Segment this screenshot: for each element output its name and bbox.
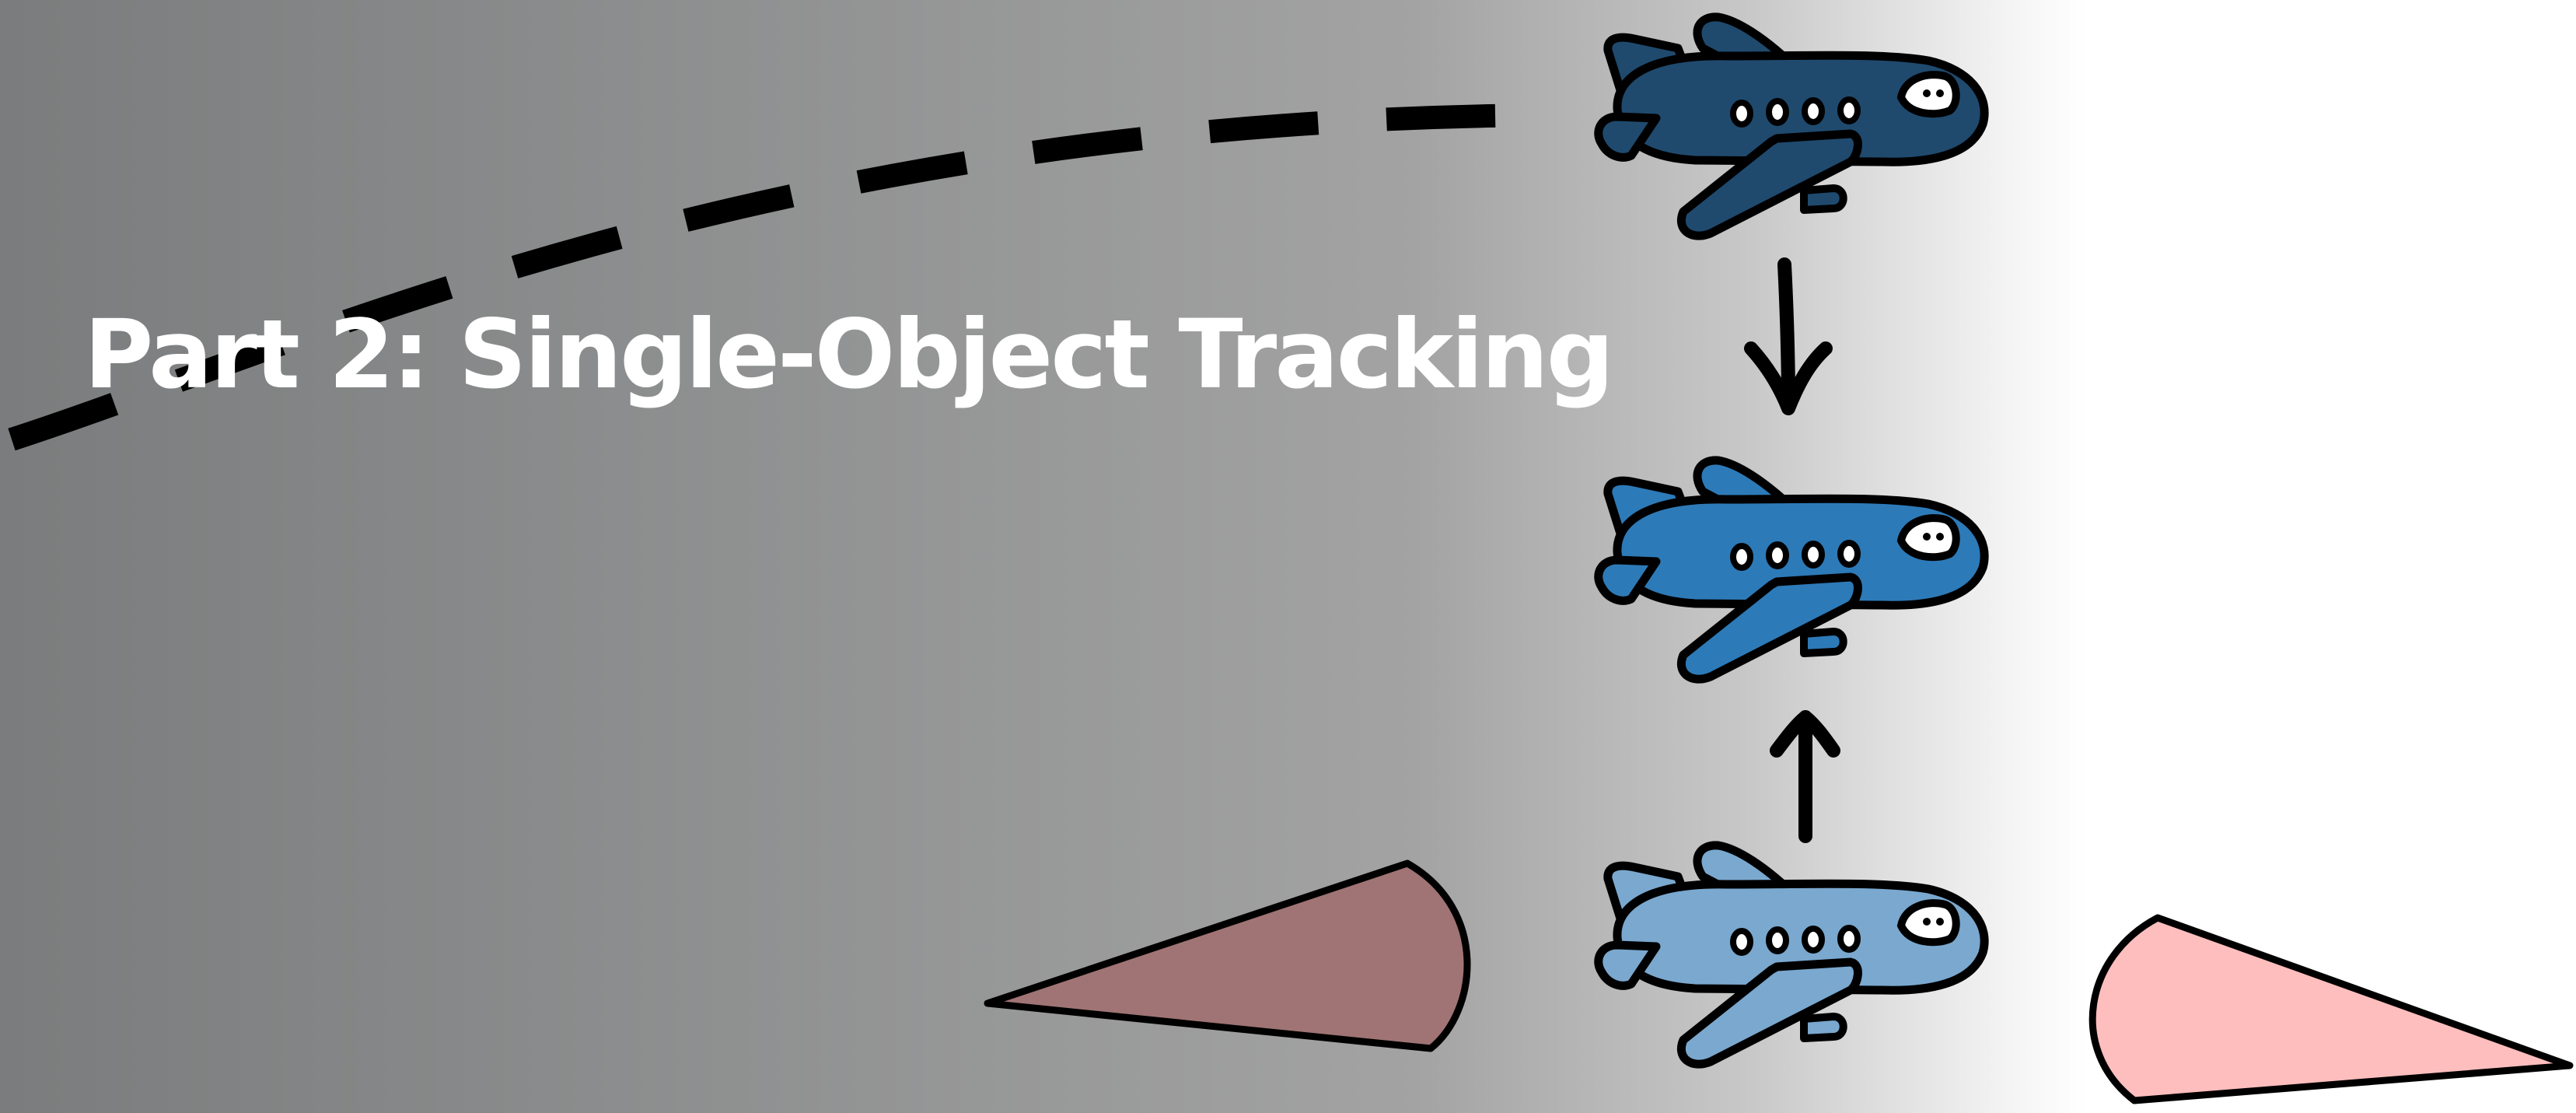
arrow-up-icon	[1770, 710, 1840, 843]
trajectory-dashed-path	[8, 103, 1564, 451]
page-title: Part 2: Single-Object Tracking	[84, 299, 1614, 410]
sensor-cone-right-icon	[2088, 914, 2574, 1104]
arrow-down-icon	[1744, 257, 1833, 415]
sensor-cone-left-icon	[984, 859, 1471, 1052]
